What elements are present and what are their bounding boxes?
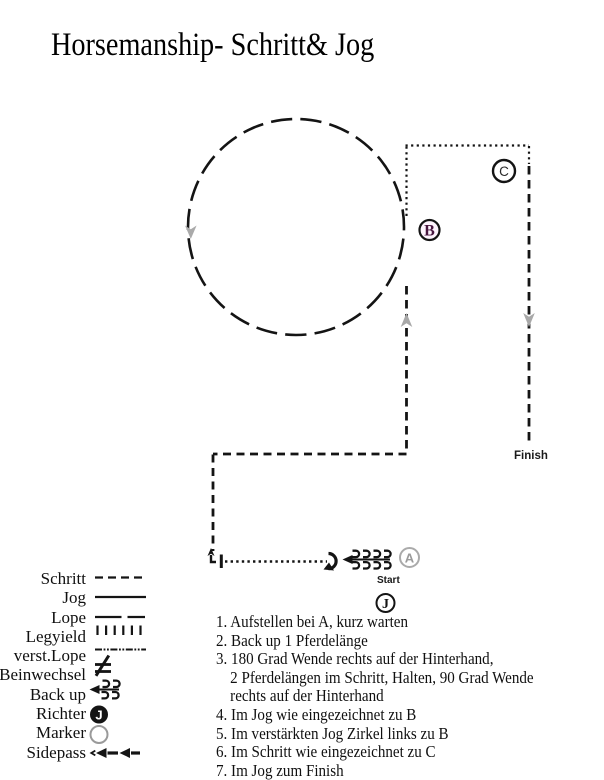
svg-text:J: J (95, 708, 102, 723)
svg-text:B: B (424, 223, 435, 240)
svg-text:J: J (382, 597, 389, 612)
svg-text:C: C (499, 164, 509, 179)
svg-text:A: A (405, 551, 415, 566)
